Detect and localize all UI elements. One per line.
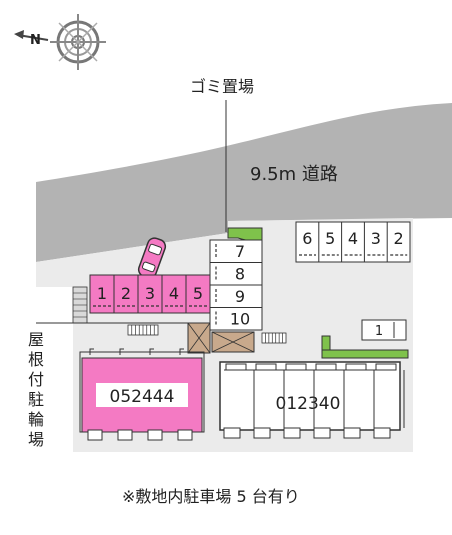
parking-slot-pink-label: 5 xyxy=(193,284,203,303)
parking-slot-column-label: 9 xyxy=(235,287,245,306)
north-arrow: N xyxy=(14,30,49,48)
parking-slot-pink-label: 4 xyxy=(169,284,179,303)
parking-slot-pink-label: 1 xyxy=(97,284,107,303)
parking-slot-column: 10 xyxy=(210,307,262,329)
green-bend xyxy=(321,335,331,351)
parking-slot-column-label: 10 xyxy=(230,310,250,329)
parking-slot-right: 3 xyxy=(363,222,385,262)
bike-parking-char: 駐 xyxy=(28,390,45,409)
building-balcony-tab xyxy=(117,429,133,441)
bike-parking-char: 場 xyxy=(28,430,45,449)
parking-slot-right: 5 xyxy=(318,222,339,262)
parking-slot-right-label: 4 xyxy=(348,229,358,248)
storage-box-b xyxy=(211,331,255,353)
parking-slot-right: 6 xyxy=(299,229,316,256)
green-strip-right xyxy=(321,349,409,359)
parking-slot-column: 9 xyxy=(210,284,262,306)
building-right-label: 012340 xyxy=(276,394,341,414)
building-balcony-tab xyxy=(223,427,241,439)
bike-parking-label: 屋 根 付 駐 輪 場 xyxy=(28,330,46,450)
stairs-middle xyxy=(261,332,287,344)
parking-slot-pink: 5 xyxy=(185,275,207,313)
parking-slot-pink: 2 xyxy=(113,275,135,313)
garbage-label: ゴミ置場 xyxy=(190,77,255,96)
parking-slot-right-label: 3 xyxy=(371,229,381,248)
parking-slot-pink: 1 xyxy=(93,284,111,307)
parking-slot-pink-label: 3 xyxy=(145,284,155,303)
road-area xyxy=(36,103,452,262)
bike-parking-char: 根 xyxy=(28,350,45,369)
parking-slot-column-label: 8 xyxy=(235,265,245,284)
road-label: 9.5m 道路 xyxy=(250,164,338,185)
bike-parking-char: 輪 xyxy=(28,410,45,429)
north-label: N xyxy=(30,33,41,48)
building-left-label: 052444 xyxy=(110,387,175,407)
bike-parking-char: 屋 xyxy=(28,330,45,349)
parking-slot-right: 4 xyxy=(341,222,362,262)
building-balcony-tab xyxy=(343,427,361,439)
building-balcony-tab xyxy=(147,429,163,441)
building-balcony-tab xyxy=(283,427,301,439)
car-icon xyxy=(137,237,167,279)
building-right: 012340 xyxy=(219,361,405,439)
parking-slot-pink: 4 xyxy=(161,275,183,313)
bike-parking-char: 付 xyxy=(28,370,45,389)
building-balcony-tab xyxy=(253,427,271,439)
parking-slot-column: 8 xyxy=(210,262,262,284)
parking-slot-pink: 3 xyxy=(137,275,159,313)
building-balcony-tab xyxy=(177,429,193,441)
building-balcony-tab xyxy=(87,429,103,441)
building-left: 052444 xyxy=(79,348,205,441)
parking-slot-right-label: 2 xyxy=(394,229,404,248)
parking-slot-single: 1 xyxy=(361,319,407,341)
parking-slot-right-label: 5 xyxy=(325,229,335,248)
brick-block xyxy=(72,286,88,324)
parking-column: 7 8 9 10 xyxy=(209,239,263,331)
parking-slot-pink-label: 2 xyxy=(121,284,131,303)
building-balcony-tab xyxy=(313,427,331,439)
stairs-left xyxy=(127,324,159,336)
parking-slot-single-label: 1 xyxy=(375,324,383,339)
parking-slot-right-label: 6 xyxy=(302,229,312,248)
parking-slot-column: 7 xyxy=(215,242,245,261)
footer-note: ※敷地内駐車場 5 台有り xyxy=(122,487,300,506)
parking-slot-right: 2 xyxy=(386,222,408,262)
storage-box-a xyxy=(187,322,211,354)
compass-rose-icon xyxy=(50,14,106,70)
building-balcony-tab xyxy=(373,427,391,439)
parking-slot-column-label: 7 xyxy=(235,242,245,261)
